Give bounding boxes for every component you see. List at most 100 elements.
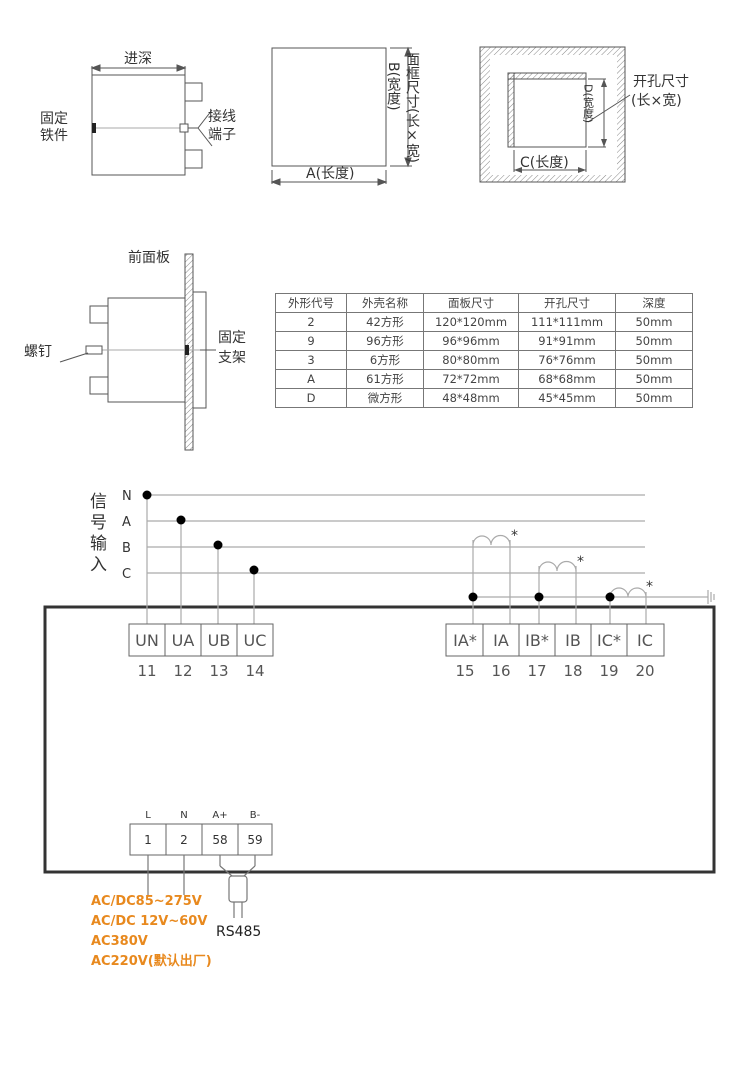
cell-cutout-size: 91*91mm — [518, 331, 616, 351]
cell-depth: 50mm — [615, 312, 693, 332]
signal-input-char-3: 输 — [90, 534, 107, 554]
terminal-number-17: 17 — [527, 662, 546, 680]
cell-shape-code: A — [275, 369, 347, 389]
depth-label: 进深 — [124, 51, 152, 67]
power-top-l: L — [145, 810, 151, 821]
supply-option-1: AC/DC85~275V — [91, 894, 202, 909]
table-row: 3 6方形 80*80mm 76*76mm 50mm — [275, 350, 693, 370]
terminal-number-13: 13 — [209, 662, 228, 680]
table-row: D 微方形 48*48mm 45*45mm 50mm — [275, 388, 693, 408]
power-number-58: 58 — [212, 833, 227, 847]
fixing-part-label-1: 固定 — [40, 111, 68, 127]
bracket-label-1: 固定 — [218, 330, 246, 346]
voltage-terminal-block — [128, 623, 274, 657]
line-label-c: C — [122, 567, 131, 582]
cell-case-name: 42方形 — [346, 312, 424, 332]
cell-cutout-size: 68*68mm — [518, 369, 616, 389]
cell-panel-size: 96*96mm — [423, 331, 519, 351]
screw-label: 螺钉 — [24, 344, 52, 360]
terminal-ia: IA — [493, 631, 509, 650]
shape-spec-table: 外形代号 外壳名称 面板尺寸 开孔尺寸 深度 2 42方形 120*120mm … — [275, 293, 693, 408]
line-label-b: B — [122, 541, 131, 556]
terminal-number-20: 20 — [635, 662, 654, 680]
bracket-label-2: 支架 — [218, 350, 246, 366]
terminal-label-1: 接线 — [208, 108, 236, 125]
power-number-59: 59 — [247, 833, 262, 847]
rs485-label: RS485 — [216, 924, 261, 940]
terminal-label-2: 端子 — [208, 127, 236, 143]
signal-input-char-1: 信 — [90, 492, 107, 512]
terminal-number-15: 15 — [455, 662, 474, 680]
terminal-ia-star: IA* — [453, 631, 477, 650]
cell-case-name: 6方形 — [346, 350, 424, 370]
table-row: 9 96方形 96*96mm 91*91mm 50mm — [275, 331, 693, 351]
cell-cutout-size: 45*45mm — [518, 388, 616, 408]
table-header-row: 外形代号 外壳名称 面板尺寸 开孔尺寸 深度 — [275, 293, 693, 313]
cell-cutout-size: 76*76mm — [518, 350, 616, 370]
cutout-size-label-2: (长×宽) — [631, 92, 682, 109]
terminal-un: UN — [135, 631, 159, 650]
power-top-a-plus: A+ — [212, 810, 227, 821]
cell-panel-size: 80*80mm — [423, 350, 519, 370]
cell-panel-size: 72*72mm — [423, 369, 519, 389]
cell-panel-size: 120*120mm — [423, 312, 519, 332]
cell-shape-code: 3 — [275, 350, 347, 370]
supply-option-2: AC/DC 12V~60V — [91, 914, 207, 929]
cell-depth: 50mm — [615, 369, 693, 389]
terminal-ic: IC — [637, 631, 653, 650]
cell-case-name: 微方形 — [346, 388, 424, 408]
meter-body — [43, 605, 716, 874]
junction-dots — [142, 490, 615, 602]
length-a-label: A(长度) — [306, 166, 355, 182]
cutout-view — [479, 46, 631, 183]
panel-front-view — [270, 46, 412, 186]
power-terminal-block — [129, 823, 273, 856]
cell-case-name: 61方形 — [346, 369, 424, 389]
power-top-b-minus: B- — [250, 810, 261, 821]
terminal-ib: IB — [565, 631, 581, 650]
terminal-number-14: 14 — [245, 662, 264, 680]
ct-polarity-mark-a: * — [511, 528, 518, 544]
ct-polarity-mark-c: * — [646, 579, 653, 595]
terminal-uc: UC — [244, 631, 267, 650]
power-and-comm-wires — [147, 855, 256, 918]
terminal-number-11: 11 — [137, 662, 156, 680]
table-row: 2 42方形 120*120mm 111*111mm 50mm — [275, 312, 693, 332]
mounting-side-view — [59, 253, 216, 451]
depth-view — [90, 64, 213, 176]
cell-depth: 50mm — [615, 388, 693, 408]
power-top-n: N — [180, 810, 187, 821]
power-number-1: 1 — [144, 833, 152, 847]
ct-polarity-mark-b: * — [577, 554, 584, 570]
line-label-n: N — [122, 489, 132, 504]
cutout-size-label-1: 开孔尺寸 — [633, 74, 689, 90]
terminal-number-12: 12 — [173, 662, 192, 680]
terminal-number-18: 18 — [563, 662, 582, 680]
cell-shape-code: 9 — [275, 331, 347, 351]
cell-depth: 50mm — [615, 350, 693, 370]
terminal-ib-star: IB* — [525, 631, 549, 650]
supply-option-4: AC220V(默认出厂) — [91, 953, 212, 969]
panel-size-label: 面框尺寸(长×宽) — [404, 52, 420, 163]
length-c-label: C(长度) — [520, 155, 569, 171]
terminal-ub: UB — [208, 631, 231, 650]
front-panel-label: 前面板 — [128, 249, 170, 266]
width-d-label: D(宽度) — [582, 84, 595, 123]
header-shape-code: 外形代号 — [275, 293, 347, 313]
line-label-a: A — [122, 515, 131, 530]
table-row: A 61方形 72*72mm 68*68mm 50mm — [275, 369, 693, 389]
signal-lines — [146, 494, 715, 625]
supply-option-3: AC380V — [91, 934, 148, 949]
width-b-label: B(宽度) — [385, 62, 401, 111]
current-terminal-block — [445, 623, 665, 657]
cell-depth: 50mm — [615, 331, 693, 351]
cell-case-name: 96方形 — [346, 331, 424, 351]
cell-shape-code: 2 — [275, 312, 347, 332]
terminal-number-16: 16 — [491, 662, 510, 680]
cell-shape-code: D — [275, 388, 347, 408]
header-cutout-size: 开孔尺寸 — [518, 293, 616, 313]
cell-panel-size: 48*48mm — [423, 388, 519, 408]
header-panel-size: 面板尺寸 — [423, 293, 519, 313]
fixing-part-label-2: 铁件 — [40, 128, 68, 144]
header-depth: 深度 — [615, 293, 693, 313]
